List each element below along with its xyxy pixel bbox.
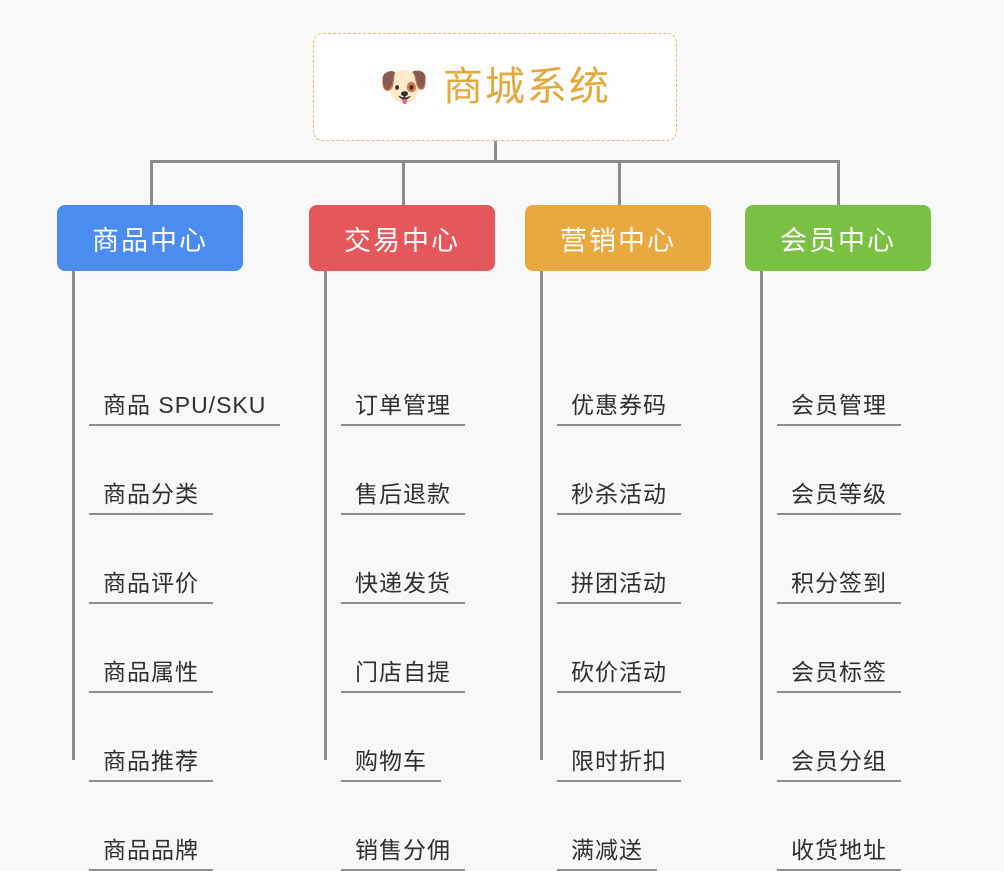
root-node[interactable]: 🐶 商城系统 [313,33,677,141]
leaf-item[interactable]: 限时折扣 [525,693,757,782]
leaf-item[interactable]: 订单管理 [309,337,541,426]
leaf-item[interactable]: 会员分组 [745,693,977,782]
leaf-item[interactable]: 快递发货 [309,515,541,604]
leaf-label: 购物车 [341,748,441,782]
connector-horizontal-bus [150,160,840,163]
category-header-member-center[interactable]: 会员中心 [745,205,931,271]
leaf-list-trade-center: 订单管理 售后退款 快递发货 门店自提 购物车 销售分佣 [309,337,541,871]
branch-product-center: 商品中心 商品 SPU/SKU 商品分类 商品评价 商品属性 商品推荐 商品品牌 [57,205,289,871]
leaf-label: 会员分组 [777,748,901,782]
category-label: 商品中心 [92,225,208,256]
leaf-item[interactable]: 会员标签 [745,604,977,693]
category-header-marketing-center[interactable]: 营销中心 [525,205,711,271]
leaf-item[interactable]: 砍价活动 [525,604,757,693]
leaf-item[interactable]: 商品分类 [57,426,289,515]
leaf-item[interactable]: 商品品牌 [57,782,289,871]
leaf-item[interactable]: 门店自提 [309,604,541,693]
root-title: 商城系统 [442,65,611,109]
leaf-item[interactable]: 售后退款 [309,426,541,515]
leaf-item[interactable]: 销售分佣 [309,782,541,871]
leaf-item[interactable]: 商品评价 [57,515,289,604]
leaf-list-member-center: 会员管理 会员等级 积分签到 会员标签 会员分组 收货地址 [745,337,977,871]
leaf-item[interactable]: 满减送 [525,782,757,871]
leaf-label: 满减送 [557,837,657,871]
connector-drop-3 [837,160,840,205]
branch-trade-center: 交易中心 订单管理 售后退款 快递发货 门店自提 购物车 销售分佣 [309,205,541,871]
leaf-item[interactable]: 优惠券码 [525,337,757,426]
leaf-label: 门店自提 [341,659,465,693]
category-label: 交易中心 [344,225,460,256]
leaf-label: 收货地址 [777,837,901,871]
connector-drop-1 [402,160,405,205]
leaf-item[interactable]: 商品推荐 [57,693,289,782]
branch-marketing-center: 营销中心 优惠券码 秒杀活动 拼团活动 砍价活动 限时折扣 满减送 [525,205,757,871]
leaf-label: 会员管理 [777,392,901,426]
category-label: 营销中心 [560,225,676,256]
leaf-label: 砍价活动 [557,659,681,693]
leaf-label: 商品推荐 [89,748,213,782]
connector-drop-2 [618,160,621,205]
leaf-list-product-center: 商品 SPU/SKU 商品分类 商品评价 商品属性 商品推荐 商品品牌 [57,337,289,871]
branch-spine [760,271,763,760]
branch-spine [324,271,327,760]
branch-spine [540,271,543,760]
leaf-item[interactable]: 购物车 [309,693,541,782]
leaf-label: 会员等级 [777,481,901,515]
leaf-item[interactable]: 商品属性 [57,604,289,693]
category-header-product-center[interactable]: 商品中心 [57,205,243,271]
leaf-label: 限时折扣 [557,748,681,782]
branch-member-center: 会员中心 会员管理 会员等级 积分签到 会员标签 会员分组 收货地址 [745,205,977,871]
leaf-item[interactable]: 秒杀活动 [525,426,757,515]
leaf-label: 优惠券码 [557,392,681,426]
leaf-item[interactable]: 会员管理 [745,337,977,426]
leaf-label: 秒杀活动 [557,481,681,515]
category-label: 会员中心 [780,225,896,256]
leaf-label: 商品评价 [89,570,213,604]
leaf-label: 商品 SPU/SKU [89,392,281,426]
connector-drop-0 [150,160,153,205]
leaf-item[interactable]: 积分签到 [745,515,977,604]
category-header-trade-center[interactable]: 交易中心 [309,205,495,271]
leaf-item[interactable]: 拼团活动 [525,515,757,604]
leaf-label: 售后退款 [341,481,465,515]
leaf-item[interactable]: 会员等级 [745,426,977,515]
leaf-label: 快递发货 [341,570,465,604]
branch-spine [72,271,75,760]
leaf-label: 商品属性 [89,659,213,693]
connector-root-stem [494,141,497,162]
leaf-label: 拼团活动 [557,570,681,604]
mindmap-canvas: 🐶 商城系统 商品中心 商品 SPU/SKU 商品分类 商品评价 商品属性 商品… [57,33,977,871]
leaf-label: 商品分类 [89,481,213,515]
leaf-list-marketing-center: 优惠券码 秒杀活动 拼团活动 砍价活动 限时折扣 满减送 [525,337,757,871]
leaf-label: 销售分佣 [341,837,465,871]
leaf-item[interactable]: 收货地址 [745,782,977,871]
leaf-label: 订单管理 [341,392,465,426]
leaf-label: 商品品牌 [89,837,213,871]
leaf-label: 积分签到 [777,570,901,604]
leaf-item[interactable]: 商品 SPU/SKU [57,337,289,426]
dog-face-icon: 🐶 [379,65,429,109]
leaf-label: 会员标签 [777,659,901,693]
